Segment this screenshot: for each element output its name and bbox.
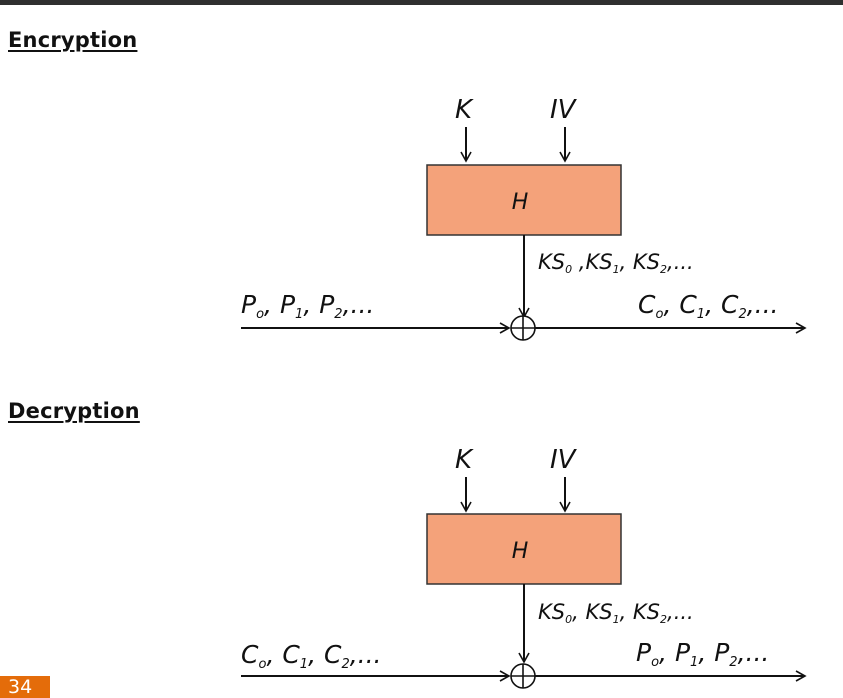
enc-key-label: K xyxy=(455,95,474,125)
enc-input-label: Po, P1, P2,... xyxy=(241,290,374,322)
enc-xor-icon xyxy=(510,315,536,341)
dec-keystream-label: KS0, KS1, KS2,... xyxy=(538,600,694,626)
dec-input-label: Co, C1, C2,... xyxy=(241,640,382,672)
dec-xor-icon xyxy=(510,663,536,689)
dec-iv-label: IV xyxy=(550,445,578,475)
dec-function-box xyxy=(426,513,622,585)
dec-output-label: Po, P1, P2,... xyxy=(636,638,769,670)
decryption-heading: Decryption xyxy=(8,399,140,423)
decryption-diagram: K IV H KS0, KS1, KS2,... Co, C1, C2,... … xyxy=(241,445,807,689)
top-bar xyxy=(0,0,843,5)
encryption-diagram: K IV H KS0 ,KS1, KS2,... Po, P1, P2,... … xyxy=(241,95,807,341)
enc-function-label: H xyxy=(512,190,529,215)
page-number-badge: 34 xyxy=(0,676,50,698)
enc-iv-label: IV xyxy=(550,95,578,125)
enc-keystream-label: KS0 ,KS1, KS2,... xyxy=(538,250,694,276)
dec-function-label: H xyxy=(512,539,529,564)
dec-key-label: K xyxy=(455,445,474,475)
enc-output-label: Co, C1, C2,... xyxy=(638,290,779,322)
encryption-heading: Encryption xyxy=(8,28,138,52)
